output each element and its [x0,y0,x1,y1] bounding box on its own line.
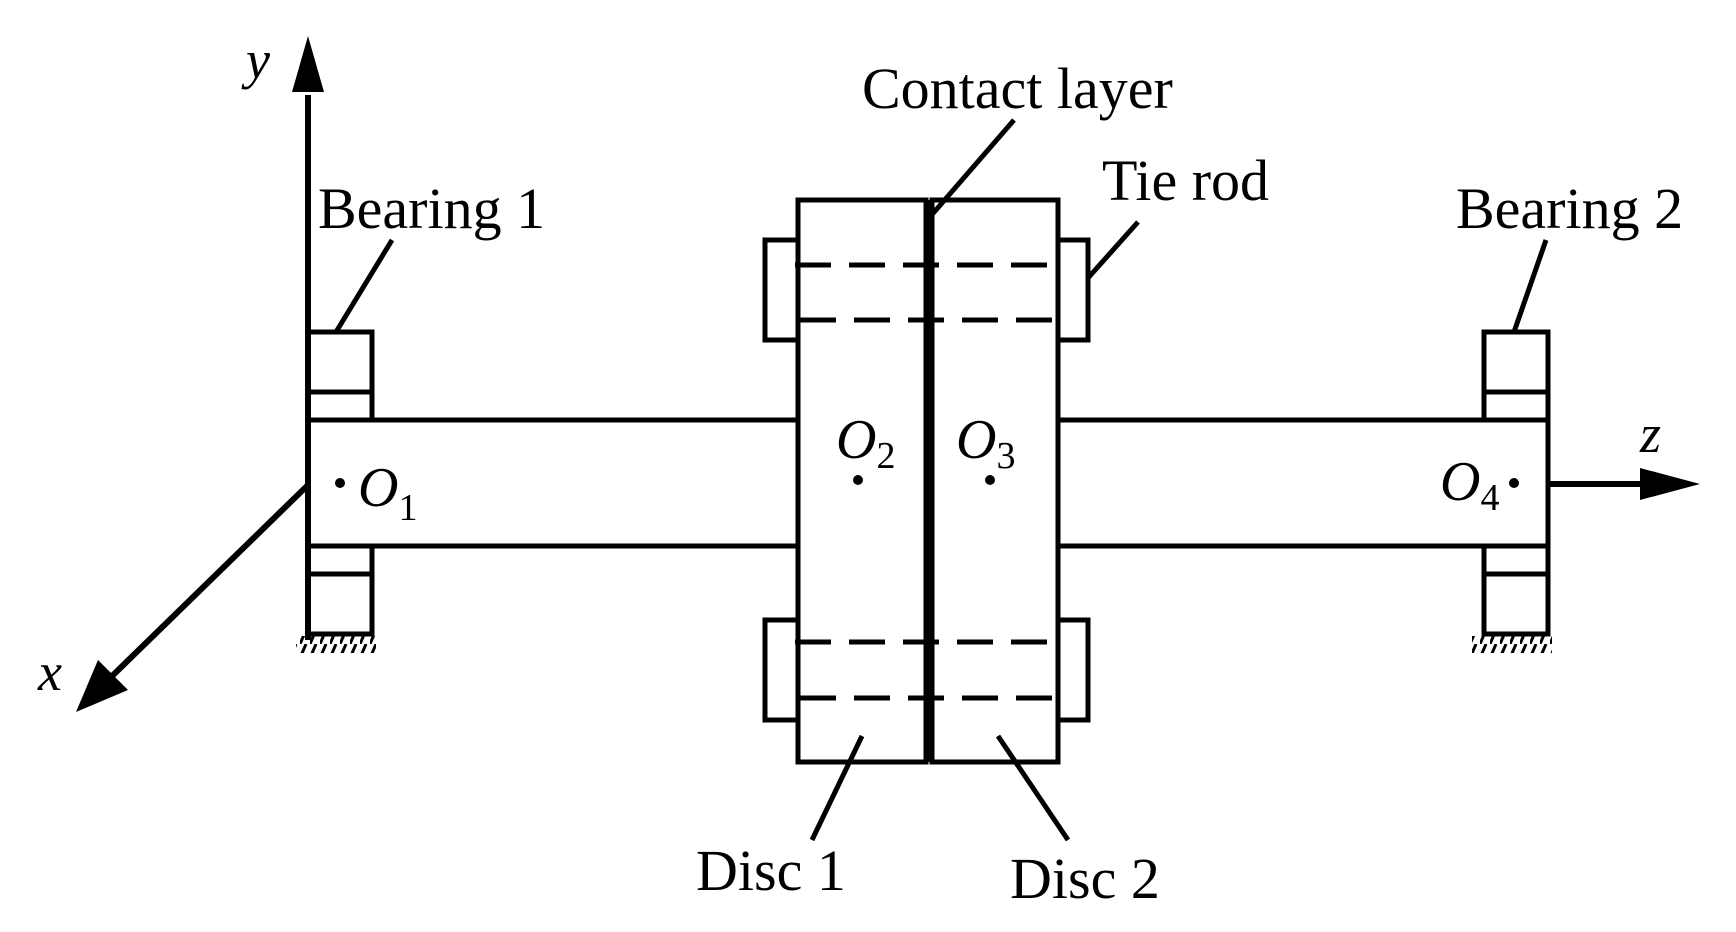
contact-layer-leader [927,118,1016,220]
disc-1-label: Disc 1 [696,838,846,903]
z-axis-label: z [1639,404,1661,464]
bearing-2-leader [1511,239,1549,333]
z-axis: z [1550,404,1700,500]
tie-rod-nut-bottom-right [1055,617,1091,723]
node-o4-dot [1509,478,1519,488]
tie-rod-nut-top-right [1055,237,1091,343]
bearing-2 [1472,239,1552,653]
node-o3-label: O3 [956,409,1015,477]
z-axis-arrowhead [1640,468,1700,500]
disc-1-leader [809,734,865,842]
disc-2-leader [995,734,1071,842]
bearing-2-ground-hatch [1472,636,1552,653]
node-o2-label: O2 [836,409,895,477]
y-axis-arrowhead [292,36,324,92]
bearing-1-ground-hatch [296,636,376,653]
tie-rod-nut-top-left [762,237,801,343]
bearing-2-label: Bearing 2 [1456,176,1683,241]
disc-2 [929,197,1061,765]
node-o3-dot [985,475,995,485]
contact-layer-label: Contact layer [862,56,1173,121]
disc-2-label: Disc 2 [1010,846,1160,911]
x-axis-arrowhead [76,660,128,712]
bearing-1 [296,238,395,653]
node-o1-label: O1 [358,457,417,529]
x-axis: x [37,482,311,712]
node-o1-dot [335,478,345,488]
tie-rods [795,262,1062,701]
node-o2-dot [853,475,863,485]
tie-rod-leader [1086,220,1140,280]
tie-rod-nut-bottom-left [762,617,801,723]
y-axis-label: y [241,30,270,90]
bearing-1-leader [333,238,395,334]
bearing-1-label: Bearing 1 [318,176,545,241]
x-axis-label: x [37,642,62,702]
node-o4-label: O4 [1440,451,1499,519]
tie-rod-label: Tie rod [1102,148,1269,213]
